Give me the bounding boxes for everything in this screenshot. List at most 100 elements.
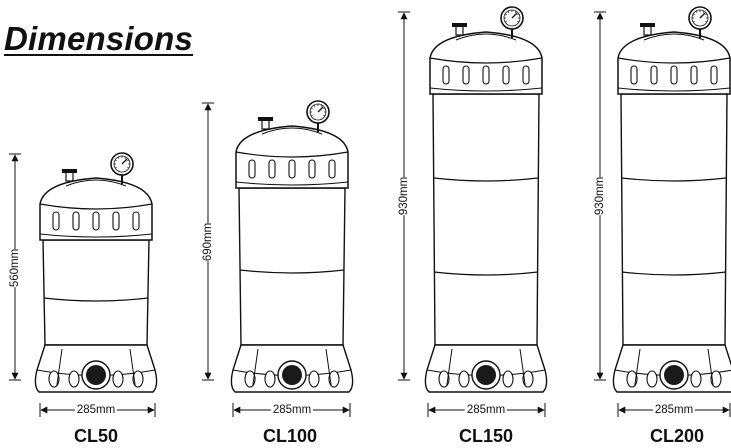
- gauge-tick: [320, 104, 323, 107]
- lid-grip: [308, 159, 316, 179]
- base-rib: [129, 348, 136, 386]
- lid-grip: [248, 159, 256, 179]
- gauge-tick: [323, 107, 326, 110]
- width-label-cl150: 285mm: [464, 404, 508, 416]
- base-slot: [132, 370, 144, 388]
- base-slot: [690, 370, 702, 388]
- gauge-tick: [114, 166, 117, 169]
- base-rib: [325, 348, 332, 386]
- gauge-tick: [692, 20, 695, 23]
- model-label-cl200: CL200: [649, 426, 705, 446]
- base-rib: [56, 348, 63, 386]
- lid-grip: [690, 65, 698, 85]
- base-slot: [48, 370, 60, 388]
- lid-grip: [132, 211, 140, 231]
- base-slot: [458, 370, 470, 388]
- lid-grip: [522, 65, 530, 85]
- lid-grip: [72, 211, 80, 231]
- lid-grip: [92, 211, 100, 231]
- bleed-valve: [261, 119, 270, 130]
- gauge-tick: [695, 10, 698, 13]
- inlet-port-opening: [664, 365, 684, 385]
- gauge-tick: [504, 20, 507, 23]
- base-rib: [519, 348, 526, 386]
- lid-rim: [429, 57, 543, 64]
- base-slot: [308, 370, 320, 388]
- base-rib: [707, 348, 714, 386]
- lid-lower-rim: [617, 87, 731, 92]
- filter-body: [238, 187, 346, 346]
- gauge-needle: [699, 12, 706, 19]
- lid-grip: [630, 65, 638, 85]
- inlet-port-opening: [476, 365, 496, 385]
- bleed-valve-cap: [62, 169, 77, 173]
- lid-grip: [442, 65, 450, 85]
- width-label-cl100: 285mm: [270, 404, 314, 416]
- gauge-tick: [313, 104, 316, 107]
- height-label-cl100: 690mm: [201, 222, 215, 262]
- height-label-cl50: 560mm: [8, 248, 22, 288]
- gauge-tick: [517, 20, 520, 23]
- model-label-cl150: CL150: [458, 426, 514, 446]
- lid-grip: [268, 159, 276, 179]
- bleed-valve: [643, 25, 652, 36]
- gauge-tick: [117, 156, 120, 159]
- bleed-valve-cap: [640, 23, 655, 27]
- model-label-cl50: CL50: [73, 426, 119, 446]
- bleed-valve: [455, 25, 464, 36]
- band-line: [621, 271, 727, 276]
- bleed-valve-cap: [258, 117, 273, 121]
- filter-body: [620, 93, 728, 346]
- inlet-port-opening: [282, 365, 302, 385]
- gauge-tick: [705, 13, 708, 16]
- lid-rim: [617, 57, 731, 64]
- gauge-tick: [310, 114, 313, 117]
- lid-grip: [670, 65, 678, 85]
- base-slot: [328, 370, 340, 388]
- height-label-cl150: 930mm: [397, 176, 411, 216]
- gauge-needle: [121, 158, 128, 165]
- width-label-cl50: 285mm: [74, 404, 118, 416]
- lid-lower-rim: [39, 233, 153, 238]
- filter-illustration-cl50: [9, 152, 158, 417]
- gauge-tick: [702, 10, 705, 13]
- filter-body: [42, 239, 150, 346]
- inlet-port-opening: [86, 365, 106, 385]
- lid-grip: [710, 65, 718, 85]
- base-rib: [634, 348, 641, 386]
- base-slot: [68, 370, 80, 388]
- width-label-cl200: 285mm: [652, 404, 696, 416]
- lid-rim: [39, 203, 153, 210]
- base-rib: [252, 348, 259, 386]
- band-line: [433, 271, 539, 276]
- gauge-needle: [511, 12, 518, 19]
- band-line: [239, 269, 345, 274]
- lid-grip: [288, 159, 296, 179]
- lid-grip: [52, 211, 60, 231]
- bleed-valve-cap: [452, 23, 467, 27]
- lid-top: [65, 179, 127, 187]
- filter-body: [432, 93, 540, 346]
- base-slot: [264, 370, 276, 388]
- lid-grip: [502, 65, 510, 85]
- band-line: [621, 177, 727, 182]
- lid-rim: [235, 151, 349, 158]
- bleed-valve: [65, 171, 74, 182]
- model-label-cl100: CL100: [262, 426, 318, 446]
- gauge-tick: [504, 13, 507, 16]
- lid-grip: [650, 65, 658, 85]
- lid-grip: [328, 159, 336, 179]
- base-slot: [502, 370, 514, 388]
- gauge-tick: [507, 10, 510, 13]
- base-slot: [112, 370, 124, 388]
- gauge-tick: [310, 107, 313, 110]
- lid-grip: [462, 65, 470, 85]
- base-slot: [646, 370, 658, 388]
- base-slot: [438, 370, 450, 388]
- lid-lower-rim: [235, 181, 349, 186]
- filter-illustration-cl100: [202, 100, 354, 417]
- gauge-tick: [127, 166, 130, 169]
- gauge-tick: [514, 10, 517, 13]
- lid-grip: [482, 65, 490, 85]
- lid-top: [261, 127, 323, 135]
